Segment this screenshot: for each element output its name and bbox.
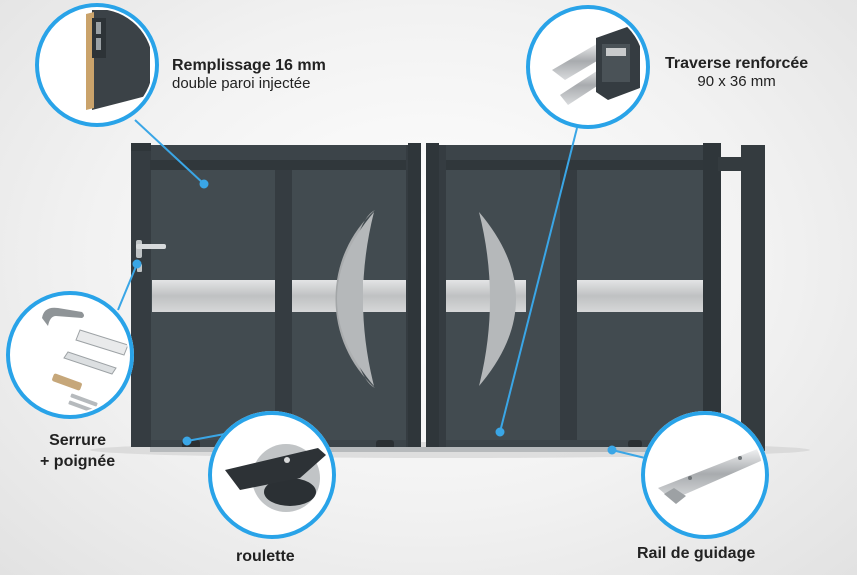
right-gate-leaf	[428, 145, 718, 448]
guide-bracket	[718, 157, 743, 171]
leader-line-lock	[117, 263, 138, 311]
callout-ring	[6, 291, 134, 419]
wheel	[376, 440, 394, 449]
leader-lines	[117, 119, 646, 459]
left-leaf-top-rail	[150, 160, 406, 170]
callout-ring	[208, 411, 336, 539]
panel-section	[92, 10, 150, 110]
decorative-arc	[335, 210, 375, 388]
callout-remplissage-circle	[35, 3, 159, 127]
label-serrure-line2: + poignée	[40, 453, 116, 470]
label-traverse-title: Traverse renforcée	[665, 55, 809, 72]
label-serrure: Serrure + poignée	[40, 430, 115, 472]
label-rail: Rail de guidage	[637, 545, 756, 562]
door-handle	[136, 244, 166, 249]
leader-dot	[132, 259, 142, 269]
ground-rail	[150, 447, 720, 452]
leader-dot	[495, 427, 505, 437]
callout-roulette-circle	[208, 411, 336, 539]
callout-serrure-circle	[6, 291, 134, 419]
right-leaf-top-rail	[446, 160, 704, 170]
leader-dot	[182, 436, 192, 446]
inox-band	[152, 280, 275, 312]
inox-band	[577, 280, 704, 312]
left-post-cap	[131, 143, 151, 151]
left-leaf-mullion	[275, 170, 292, 440]
leader-dot	[607, 445, 617, 455]
key	[70, 393, 98, 407]
left-gate-leaf	[131, 145, 419, 449]
decorative-arc-shape	[337, 212, 374, 386]
label-traverse-subtitle: 90 x 36 mm	[697, 73, 776, 90]
inox-band	[446, 280, 478, 312]
lever-handle	[42, 307, 84, 326]
strike-plate	[63, 351, 117, 375]
label-roulette: roulette	[236, 548, 295, 565]
left-leaf-stile	[131, 145, 151, 447]
callout-ring	[526, 5, 650, 129]
right-leaf-mullion	[560, 170, 577, 440]
right-post	[703, 143, 721, 451]
callout-ring	[35, 3, 159, 127]
center-post	[426, 143, 439, 451]
guide-rail-profile	[658, 448, 763, 500]
label-remplissage-subtitle: double paroi injectée	[172, 75, 311, 92]
lock-body	[75, 329, 128, 356]
leader-line-rail	[611, 449, 646, 459]
cylinder	[52, 373, 82, 391]
callout-traverse-circle	[526, 5, 650, 129]
wheel-hub	[264, 478, 316, 506]
callout-ring	[641, 411, 769, 539]
label-remplissage-title: Remplissage 16 mm	[172, 57, 326, 74]
wheel-bracket	[225, 448, 326, 490]
wheel	[628, 440, 642, 448]
guide-post	[741, 145, 765, 451]
callout-rail-circle	[641, 411, 769, 539]
label-traverse: Traverse renforcée 90 x 36 mm	[665, 55, 808, 90]
leader-line-traverse	[499, 127, 578, 433]
leader-dot	[199, 179, 209, 189]
leader-line-fill	[134, 119, 205, 185]
label-remplissage: Remplissage 16 mm double paroi injectée	[172, 57, 326, 92]
inox-band	[363, 280, 406, 312]
center-post	[408, 143, 421, 451]
label-serrure-line1: Serrure	[49, 432, 107, 449]
decorative-arc-shape	[479, 212, 516, 386]
